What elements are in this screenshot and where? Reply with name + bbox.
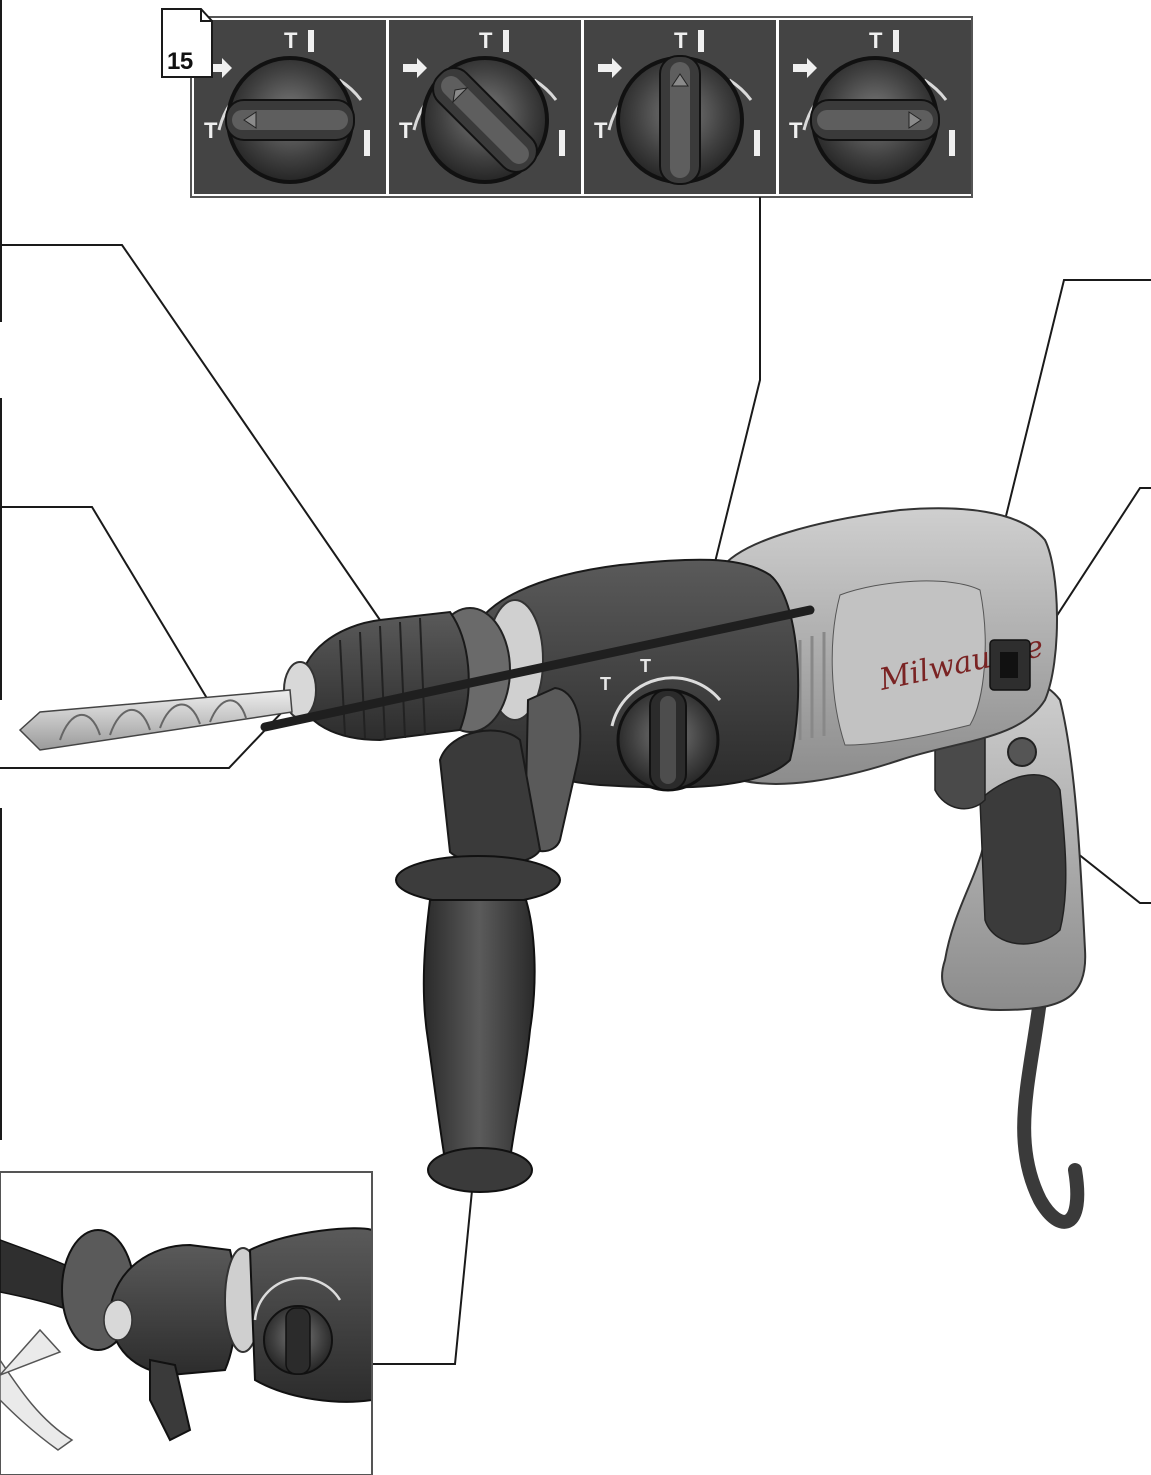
mode-label-rotary: T [204, 118, 218, 143]
mode-label-rotary: T [789, 118, 803, 143]
page-number: 15 [167, 48, 193, 75]
hammer-mode-icon-top [698, 30, 704, 52]
depth-rod [260, 605, 815, 732]
leader-switch-lock [1027, 487, 1151, 661]
page-number-tab: 15 [161, 8, 213, 78]
mode-label-hammer: T [674, 28, 688, 53]
leader-drill-bit [0, 506, 209, 701]
mode-label-hammer: T [284, 28, 298, 53]
hammer-mode-icon [364, 130, 370, 156]
chisel-mode-icon [598, 58, 622, 78]
hammer-mode-icon-top [308, 30, 314, 52]
hammer-mode-icon-top [893, 30, 899, 52]
hammer-mode-icon-top [503, 30, 509, 52]
mode-label-hammer: T [869, 28, 883, 53]
body-dial-symbol-2: T [640, 656, 651, 676]
leader-housing [1005, 279, 1151, 517]
drill-bit-icon [18, 689, 293, 751]
page-tab-outline [161, 8, 213, 78]
mode-label-hammer: T [479, 28, 493, 53]
inset-detail [0, 1171, 373, 1475]
arrow-icon [0, 1358, 74, 1451]
hammer-mode-icon [559, 130, 565, 156]
side-handle-icon [395, 855, 561, 1193]
body-dial-symbol: T [600, 674, 611, 694]
mode-dial-panel-1: TT [194, 20, 386, 194]
mode-dial-panel-3: TT [584, 20, 776, 194]
leader-depth-rod [0, 689, 304, 769]
hammer-mode-icon [949, 130, 955, 156]
leader-side-handle [372, 1169, 475, 1365]
chisel-mode-icon [403, 58, 427, 78]
mode-label-rotary: T [594, 118, 608, 143]
mode-dial-panel-4: TT [779, 20, 971, 194]
leader-chuck-collar [0, 244, 381, 621]
mode-label-rotary: T [399, 118, 413, 143]
chisel-mode-icon [208, 58, 232, 78]
hammer-drill-icon: Milwaukee T T [18, 507, 1087, 1229]
chisel-mode-icon [793, 58, 817, 78]
mode-dial-panel-2: TT [389, 20, 581, 194]
hammer-mode-icon [754, 130, 760, 156]
